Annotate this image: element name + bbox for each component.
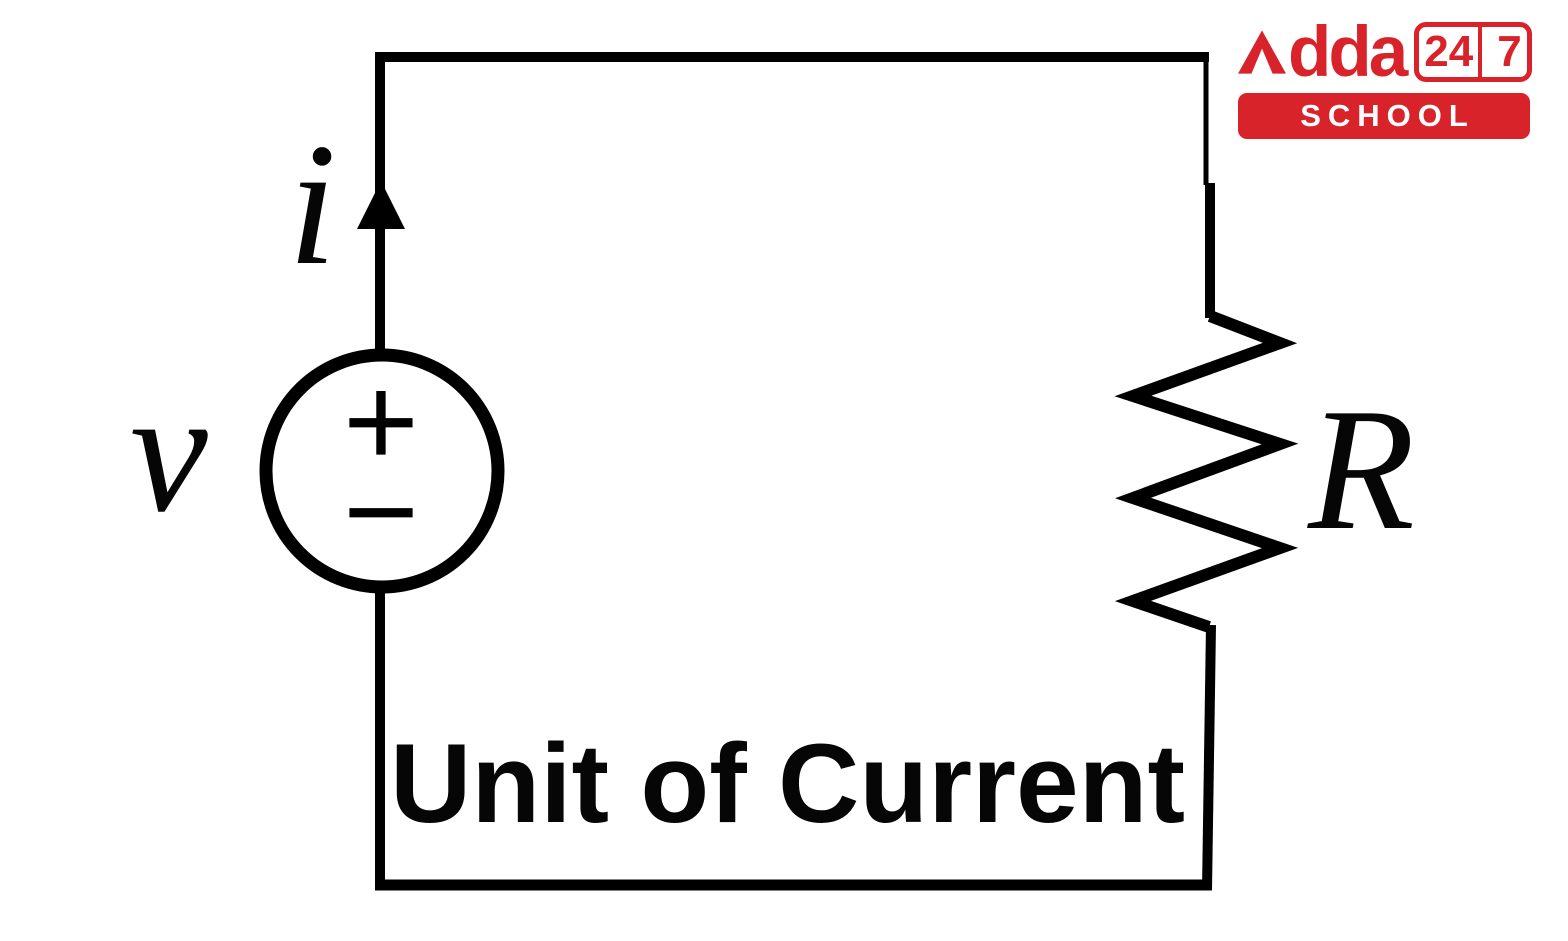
- logo-brand-text: dda: [1288, 12, 1408, 92]
- logo-brand-row: dda 24 7: [1238, 17, 1534, 88]
- logo-247-badge: 24 7: [1414, 22, 1532, 82]
- logo-badge-divider: [1478, 27, 1492, 77]
- current-arrow-icon: [357, 181, 405, 229]
- adda247-school-logo: dda 24 7 SCHOOL: [1238, 17, 1534, 139]
- logo-badge-24: 24: [1424, 27, 1474, 76]
- logo-school-text: SCHOOL: [1300, 98, 1475, 133]
- logo-school-banner: SCHOOL: [1238, 93, 1530, 139]
- wire-right-lower: [1202, 624, 1216, 891]
- circuit-wires: [375, 52, 1216, 891]
- logo-arrow-a-icon: [1238, 30, 1286, 74]
- voltage-source-circle: [259, 348, 505, 594]
- current-label: i: [288, 107, 337, 301]
- resistor-zigzag: [1114, 310, 1299, 633]
- voltage-label: v: [130, 354, 208, 548]
- diagram-caption: Unit of Current: [390, 721, 1185, 846]
- logo-badge-7: 7: [1497, 27, 1522, 76]
- minus-symbol: −: [343, 438, 419, 584]
- resistor-label: R: [1307, 372, 1415, 566]
- plus-symbol: +: [343, 348, 419, 494]
